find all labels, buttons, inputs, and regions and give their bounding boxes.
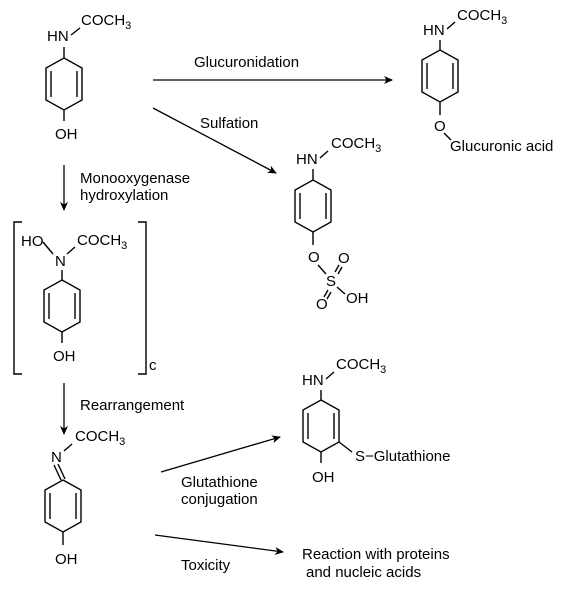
sulfation-label: Sulfation <box>200 115 258 132</box>
sulfate-o1-label: O <box>308 249 320 266</box>
sulfate-oh-label: OH <box>346 290 369 307</box>
glucuronide-acyl-label: COCH3 <box>457 7 507 27</box>
acetaminophen-structure: HN COCH3 OH <box>45 12 131 143</box>
benzene-ring <box>43 279 81 333</box>
outcome-line2: and nucleic acids <box>306 564 421 581</box>
s-glutathione-label: S−Glutathione <box>355 448 451 465</box>
hydroxylamine-oh-label: OH <box>53 348 76 365</box>
glutathione-conjugate-structure: HN COCH3 S−Glutathione OH <box>302 356 451 486</box>
conjugation-label: conjugation <box>181 491 258 508</box>
napqi-structure: N COCH3 OH <box>44 428 125 568</box>
acetaminophen-acyl-label: COCH3 <box>81 12 131 32</box>
sulfate-structure: HN COCH3 O S O O OH <box>294 135 381 313</box>
benzene-ring <box>294 179 332 233</box>
glutathione-label: Glutathione <box>181 474 258 491</box>
sulfate-o3-label: O <box>316 296 328 313</box>
glucuronidation-label: Glucuronidation <box>194 54 299 71</box>
sulfate-nh-label: HN <box>296 151 318 168</box>
sulfation-arrow <box>152 107 277 174</box>
napqi-acyl-label: COCH3 <box>75 428 125 448</box>
napqi-n-label: N <box>51 449 62 466</box>
glucuronide-structure: HN COCH3 O Glucuronic acid <box>421 7 553 155</box>
right-bracket <box>138 221 147 375</box>
glucuronide-nh-label: HN <box>423 22 445 39</box>
left-bracket <box>13 221 22 375</box>
hydroxylamine-n-label: N <box>55 253 66 270</box>
benzene-ring <box>45 57 83 111</box>
conjugate-acyl-label: COCH3 <box>336 356 386 376</box>
acetaminophen-nh-label: HN <box>47 28 69 45</box>
sulfate-acyl-label: COCH3 <box>331 135 381 155</box>
rearrangement-label: Rearrangement <box>80 397 185 414</box>
hydroxylamine-intermediate: c HO N COCH3 OH <box>13 221 157 375</box>
hydroxylamine-acyl-label: COCH3 <box>77 232 127 252</box>
benzene-ring <box>302 399 340 453</box>
glucuronide-o-label: O <box>434 118 446 135</box>
glutathione-arrow <box>160 435 281 473</box>
hydroxylation-label: hydroxylation <box>80 187 168 204</box>
bracket-subscript: c <box>149 357 157 374</box>
conjugate-nh-label: HN <box>302 372 324 389</box>
toxicity-label: Toxicity <box>181 557 231 574</box>
conjugate-oh-label: OH <box>312 469 335 486</box>
hydroxylamine-ho-label: HO <box>21 233 44 250</box>
toxicity-arrow <box>154 534 284 555</box>
outcome-line1: Reaction with proteins <box>302 546 450 563</box>
monooxygenase-label: Monooxygenase <box>80 170 190 187</box>
sulfate-s-label: S <box>326 273 336 290</box>
glucuronic-acid-label: Glucuronic acid <box>450 138 553 155</box>
quinone-imine-ring <box>44 479 82 533</box>
sulfate-o2-label: O <box>338 250 350 267</box>
benzene-ring <box>421 49 459 103</box>
napqi-oh-label: OH <box>55 551 78 568</box>
acetaminophen-oh-label: OH <box>55 126 78 143</box>
